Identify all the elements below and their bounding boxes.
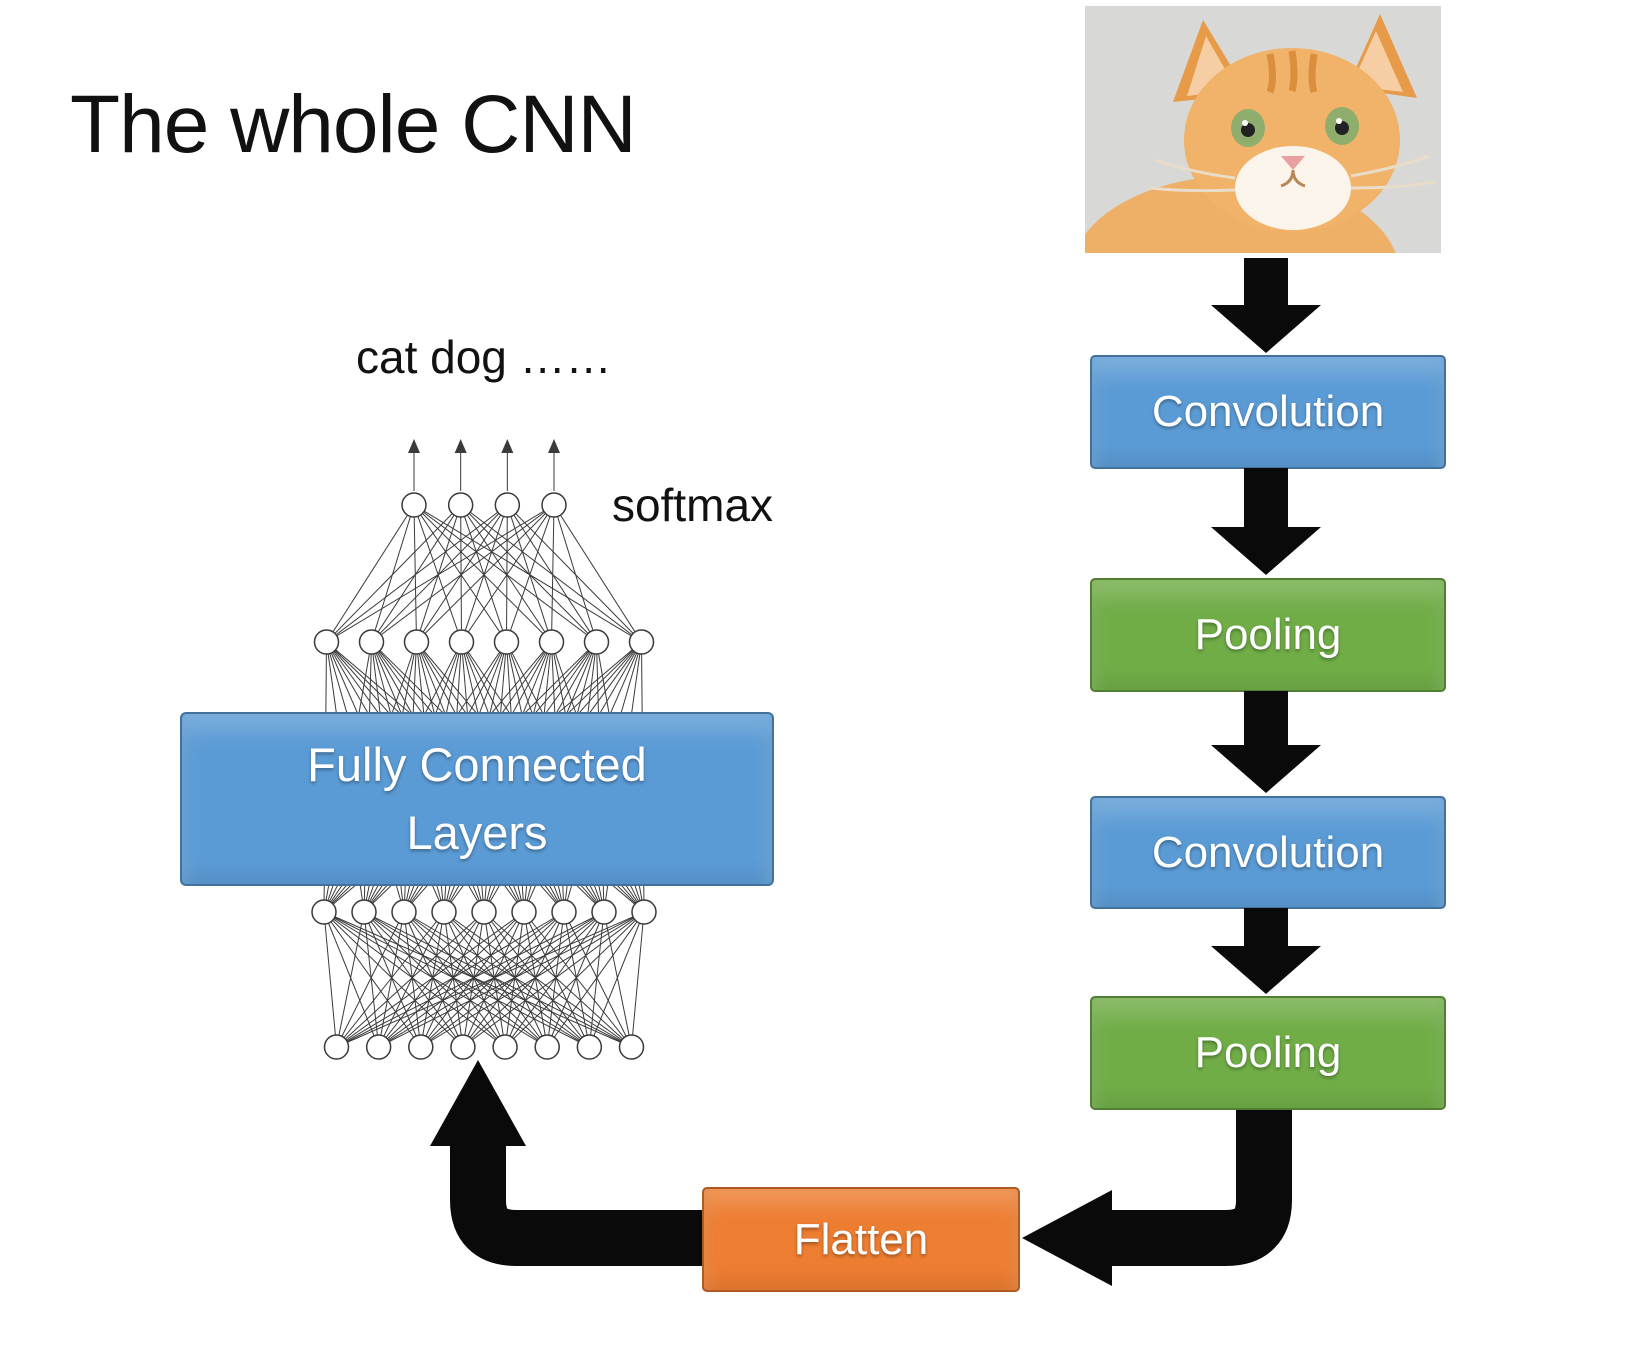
arrow-stem xyxy=(1244,468,1288,527)
pooling-to-flatten-arrow xyxy=(1022,1104,1292,1286)
convolution-box-1: Convolution xyxy=(1090,355,1446,469)
cat-nose xyxy=(1281,156,1305,170)
cat-dog-label: cat dog …… xyxy=(356,331,612,383)
arrow-convolution-to-pooling-1 xyxy=(1211,468,1321,575)
cat-illustration xyxy=(1070,6,1441,376)
flatten-to-network-arrow-line xyxy=(450,1144,704,1266)
convolution-box-1-label: Convolution xyxy=(1151,387,1385,436)
pooling-to-flatten-arrowhead-icon xyxy=(1022,1190,1112,1286)
convolution-box-2: Convolution xyxy=(1090,796,1446,909)
cat-photo xyxy=(1070,6,1441,376)
convolution-box-2-label: Convolution xyxy=(1151,827,1385,877)
pooling-box-1: Pooling xyxy=(1090,578,1446,692)
pooling-box-1-label: Pooling xyxy=(1194,610,1342,659)
arrow-down-icon xyxy=(1211,946,1321,994)
pooling-box-2-label: Pooling xyxy=(1194,1028,1342,1077)
flatten-to-network-arrowhead-icon xyxy=(430,1060,526,1146)
cat-whiskers xyxy=(1149,154,1436,193)
softmax-label: softmax xyxy=(612,479,774,531)
fully-connected-label-line2: Layers xyxy=(406,806,548,859)
arrow-stem xyxy=(1244,908,1288,946)
arrow-convolution-to-pooling-2 xyxy=(1211,908,1321,994)
arrow-down-icon xyxy=(1211,527,1321,575)
fully-connected-label-line1: Fully Connected xyxy=(307,737,647,791)
flatten-box: Flatten xyxy=(702,1187,1020,1292)
arrow-down-icon xyxy=(1211,305,1321,353)
flatten-box-label: Flatten xyxy=(793,1214,929,1264)
arrow-down-icon xyxy=(1211,745,1321,793)
arrow-stem xyxy=(1244,258,1288,305)
arrow-pooling-to-convolution xyxy=(1211,691,1321,793)
pooling-to-flatten-arrow-line xyxy=(1112,1104,1292,1266)
arrow-cat-to-convolution xyxy=(1211,258,1321,353)
pooling-box-2: Pooling xyxy=(1090,996,1446,1110)
fully-connected-box: Fully Connected Layers xyxy=(180,712,774,886)
arrow-stem xyxy=(1244,691,1288,745)
page-title: The whole CNN xyxy=(70,79,637,170)
flatten-to-network-arrow xyxy=(430,1060,704,1266)
neural-network-drawing xyxy=(311,439,657,1060)
